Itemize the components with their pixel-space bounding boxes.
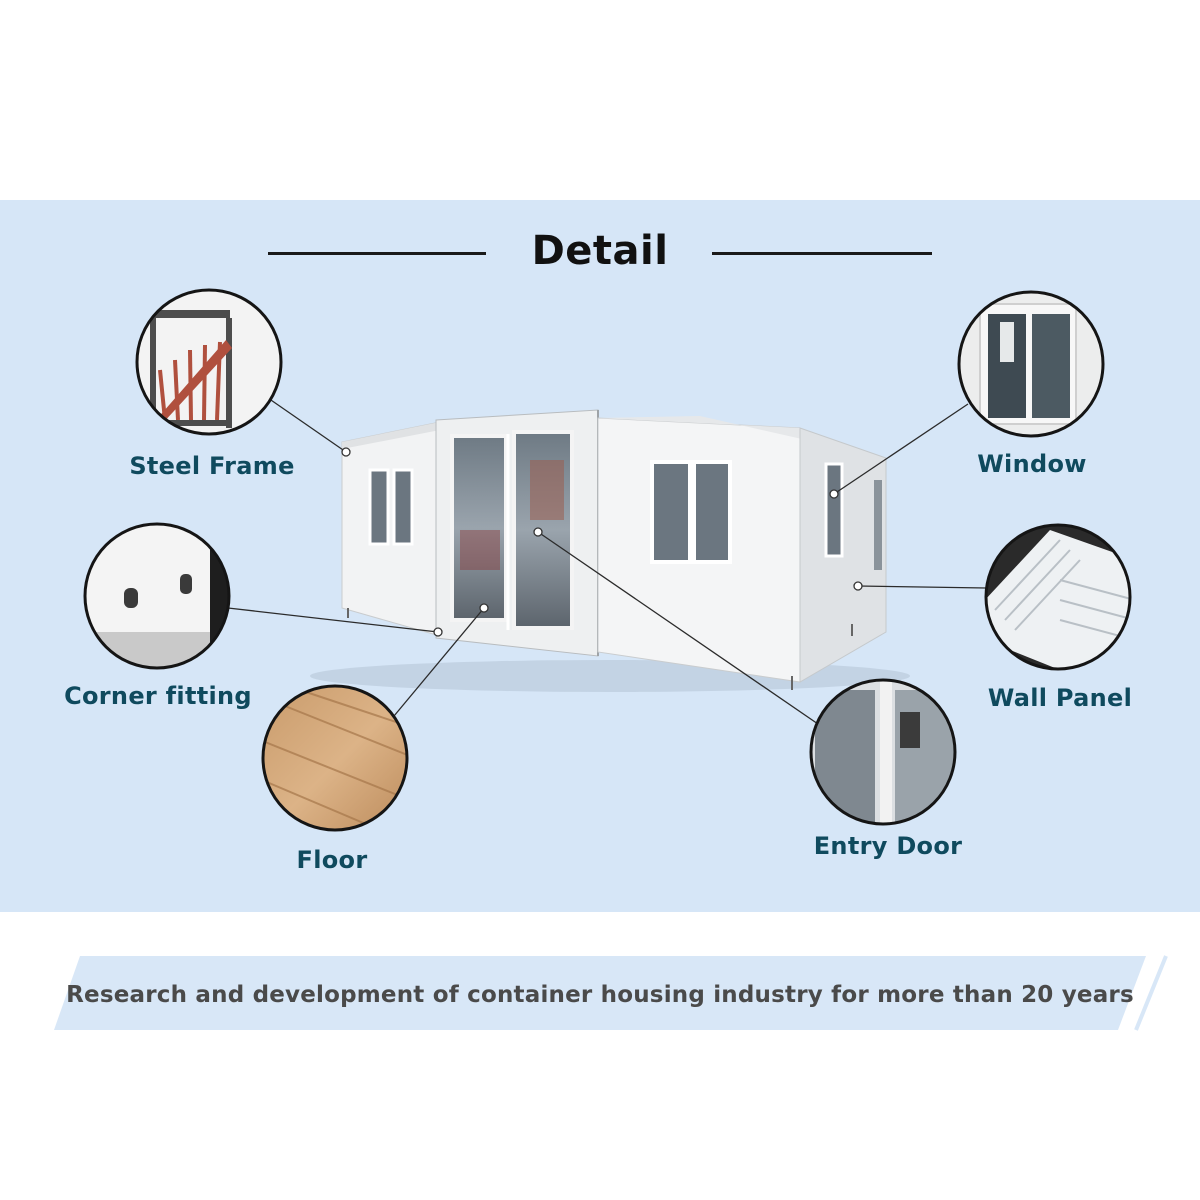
leader-corner-fitting: [227, 607, 439, 633]
leader-window: [833, 403, 969, 495]
banner-band: [54, 956, 1146, 1030]
label-steel-frame: Steel Frame: [129, 452, 295, 480]
label-wall-panel: Wall Panel: [987, 684, 1133, 712]
leader-floor: [393, 607, 485, 717]
corner-fitting-photo: [83, 522, 231, 670]
page-title: Detail: [531, 228, 669, 274]
title-rule-right: [712, 252, 932, 255]
right-wing: [597, 416, 887, 690]
title-rule-left: [268, 252, 486, 255]
label-entry-door: Entry Door: [813, 832, 963, 860]
steel-frame-photo: [135, 288, 283, 436]
leader-dots: [341, 447, 863, 637]
entry-door-photo: [809, 678, 957, 826]
left-wing: [341, 421, 441, 637]
center-module: [435, 409, 599, 657]
wall-panel-photo: [984, 523, 1132, 671]
tagline-banner: Research and development of container ho…: [66, 982, 1134, 1008]
label-corner-fitting: Corner fitting: [64, 682, 252, 710]
leader-entry-door: [537, 531, 819, 725]
leader-wall-panel: [857, 585, 987, 589]
leader-lines: [227, 397, 987, 725]
label-window: Window: [977, 450, 1087, 478]
window-photo: [957, 290, 1105, 438]
leader-steel-frame: [267, 397, 347, 453]
label-floor: Floor: [296, 846, 368, 874]
banner-accent-stripe: [1134, 955, 1168, 1031]
floor-photo: [261, 684, 409, 832]
